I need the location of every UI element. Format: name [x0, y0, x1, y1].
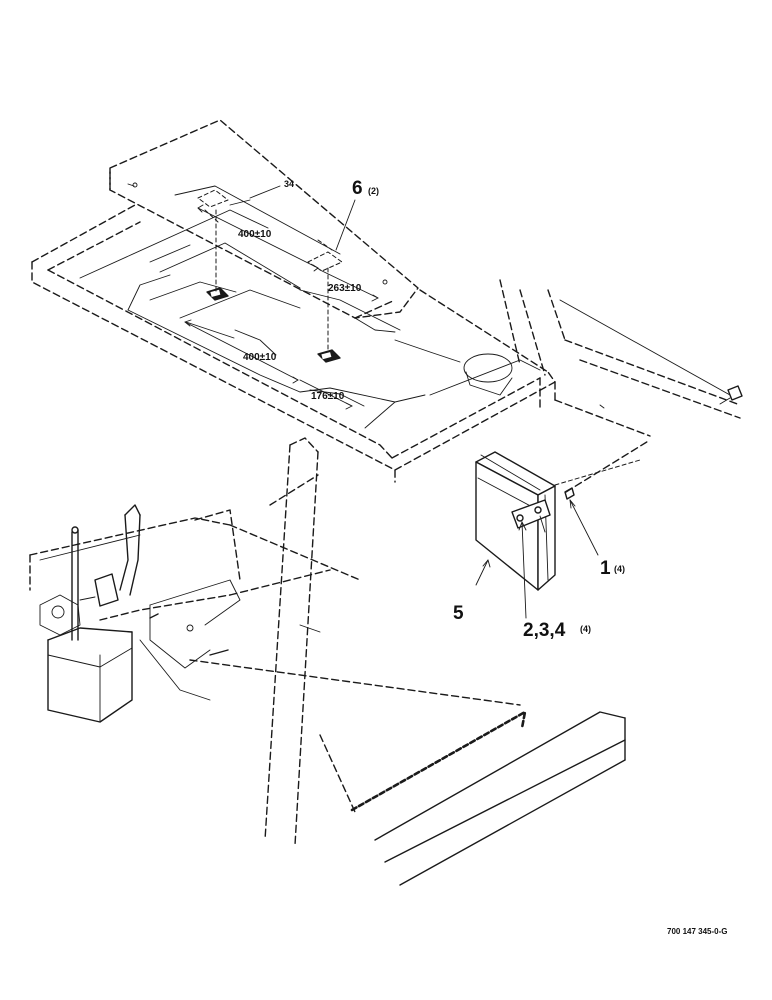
hex-bolt — [719, 385, 743, 405]
callout-item-34: 34 — [284, 179, 294, 189]
mounting-bracket-rear — [317, 349, 341, 363]
drawing-number: 700 147 345-0-G — [667, 927, 728, 936]
main-platform-frame — [31, 204, 556, 483]
callout-item-234: 2,3,4 — [523, 620, 566, 641]
lever-assembly — [29, 504, 361, 723]
lower-beam — [374, 711, 626, 886]
callout-item-1-qty: (4) — [614, 564, 625, 574]
floor-panel — [189, 659, 527, 813]
callout-item-6-qty: (2) — [368, 186, 379, 196]
dimension-lower-offset: 176±10 — [311, 391, 345, 402]
alignment-lines — [215, 209, 329, 353]
callout-item-1: 1 — [600, 558, 611, 579]
dimension-upper-span: 400±10 — [238, 229, 272, 240]
platform-interior — [79, 209, 541, 429]
dimension-upper-offset: 263±10 — [328, 283, 362, 294]
callout-item-6: 6 — [352, 178, 363, 199]
cab-side-structure — [499, 279, 741, 486]
callout-item-5: 5 — [453, 603, 464, 624]
callout-item-234-qty: (4) — [580, 624, 591, 634]
dimension-lower-span: 400±10 — [243, 352, 277, 363]
leader-lines — [475, 439, 651, 619]
dimension-lines — [184, 185, 379, 410]
mounting-bracket-front — [206, 287, 229, 301]
upper-frame — [109, 119, 419, 319]
support-post — [264, 437, 319, 846]
